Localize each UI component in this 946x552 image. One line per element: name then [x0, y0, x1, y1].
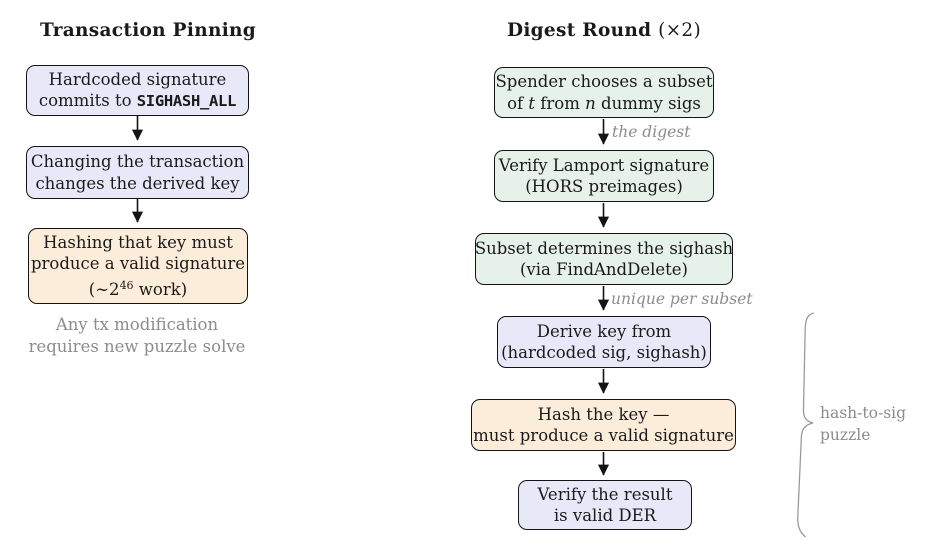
node-line: Hash the key — — [537, 404, 670, 424]
brace-label-line: puzzle — [820, 426, 871, 444]
node-line: produce a valid signature — [30, 254, 246, 274]
note-line: Any tx modification — [55, 315, 219, 334]
title-multiplier: (×2) — [658, 20, 701, 41]
node-hashing-key-work: Hashing that key must produce a valid si… — [28, 228, 248, 304]
node-line: Subset determines the sighash — [474, 238, 734, 258]
node-line: changes the derived key — [35, 173, 240, 193]
code-token: SIGHASH_ALL — [136, 92, 237, 110]
node-hardcoded-signature: Hardcoded signature commits to SIGHASH_A… — [26, 65, 249, 116]
left-column-note: Any tx modification requires new puzzle … — [17, 314, 257, 358]
node-subset-sighash: Subset determines the sighash (via FindA… — [475, 233, 733, 285]
exponent: 46 — [119, 278, 134, 292]
note-line: requires new puzzle solve — [28, 337, 246, 356]
node-line: Changing the transaction — [30, 152, 245, 171]
node-line: (via FindAndDelete) — [519, 260, 688, 279]
node-line: Hashing that key must — [43, 232, 233, 252]
node-derive-key: Derive key from (hardcoded sig, sighash) — [497, 316, 711, 368]
node-line: (hardcoded sig, sighash) — [501, 343, 707, 362]
node-line: is valid DER — [553, 506, 657, 525]
edge-label-the-digest: the digest — [612, 123, 691, 141]
brace-label-line: hash-to-sig — [820, 404, 907, 422]
node-verify-der: Verify the result is valid DER — [518, 480, 692, 530]
node-line: of t from n dummy sigs — [507, 93, 701, 113]
node-spender-subset: Spender chooses a subset of t from n dum… — [494, 67, 714, 118]
node-line: Verify the result — [537, 484, 673, 504]
node-hash-the-key: Hash the key — must produce a valid sign… — [471, 399, 736, 451]
brace — [797, 312, 815, 538]
node-line: Verify Lamport signature — [498, 155, 710, 175]
math-var-n: n — [585, 93, 596, 113]
math-var-t: t — [528, 93, 536, 113]
edge-label-unique-per-subset: unique per subset — [611, 290, 753, 308]
brace-label-hash-to-sig-puzzle: hash-to-sig puzzle — [820, 402, 940, 446]
node-line: must produce a valid signature — [473, 426, 734, 445]
node-line: Derive key from — [536, 321, 672, 341]
node-line: commits to SIGHASH_ALL — [38, 91, 237, 110]
right-column-title: Digest Round (×2) — [507, 20, 701, 41]
node-changing-transaction: Changing the transaction changes the der… — [26, 146, 249, 199]
left-column-title: Transaction Pinning — [39, 20, 257, 41]
node-line: Spender chooses a subset — [495, 72, 713, 91]
node-line: (∼246 work) — [88, 278, 188, 299]
node-line: Hardcoded signature — [48, 69, 227, 89]
node-line: (HORS preimages) — [525, 177, 683, 196]
node-verify-lamport: Verify Lamport signature (HORS preimages… — [494, 150, 714, 202]
